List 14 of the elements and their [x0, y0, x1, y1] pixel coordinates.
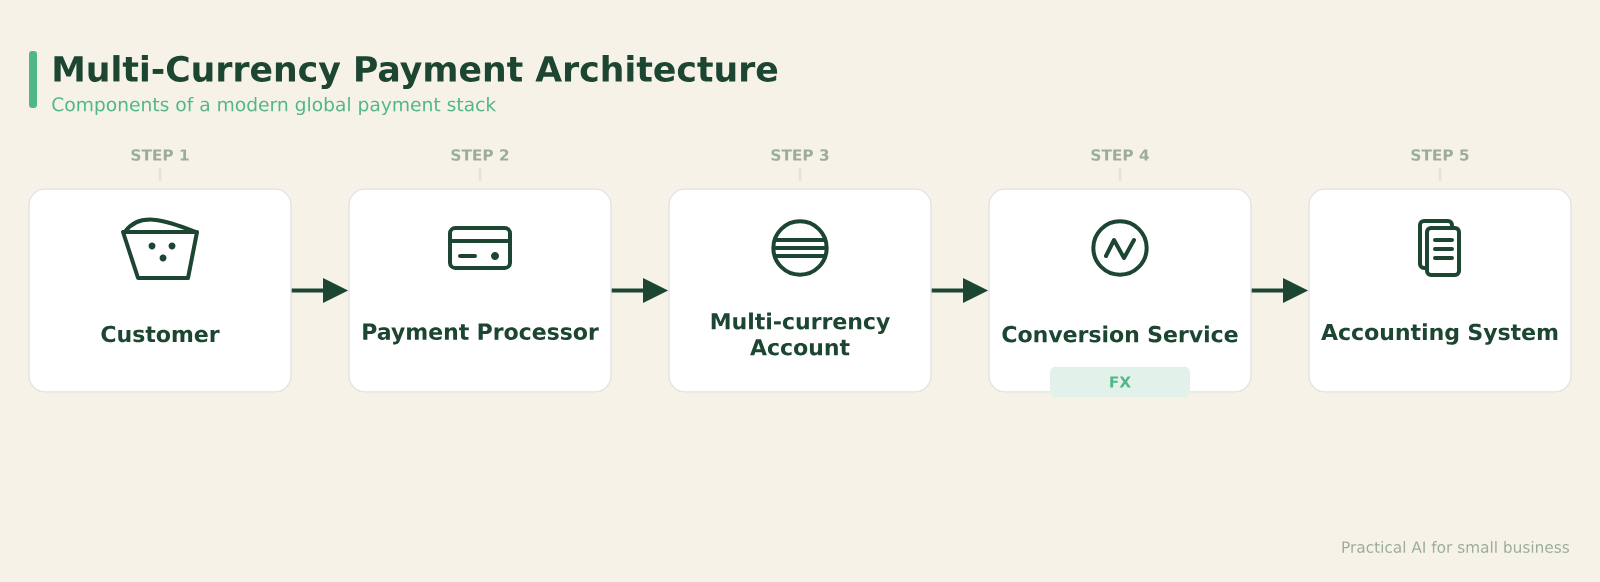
step-label: STEP 5 [1411, 149, 1469, 161]
node-title: Payment Processor [363, 323, 599, 345]
tag-pill: FX [1050, 366, 1190, 398]
step-label: STEP 4 [1091, 149, 1149, 161]
node-title: Conversion Service [1002, 325, 1238, 343]
node-title: Customer [101, 325, 220, 343]
footer-tagline: Practical AI for small business [1342, 541, 1569, 553]
step-label: STEP 2 [451, 149, 509, 161]
title: Multi-Currency Payment Architecture [54, 55, 778, 89]
subtitle: Components of a modern global payment stack [52, 96, 497, 116]
step-label: STEP 3 [771, 149, 829, 161]
node-title: Accounting System [1321, 323, 1558, 345]
step-label: STEP 1 [131, 149, 189, 161]
node-title: Multi-currency Account [711, 312, 890, 356]
